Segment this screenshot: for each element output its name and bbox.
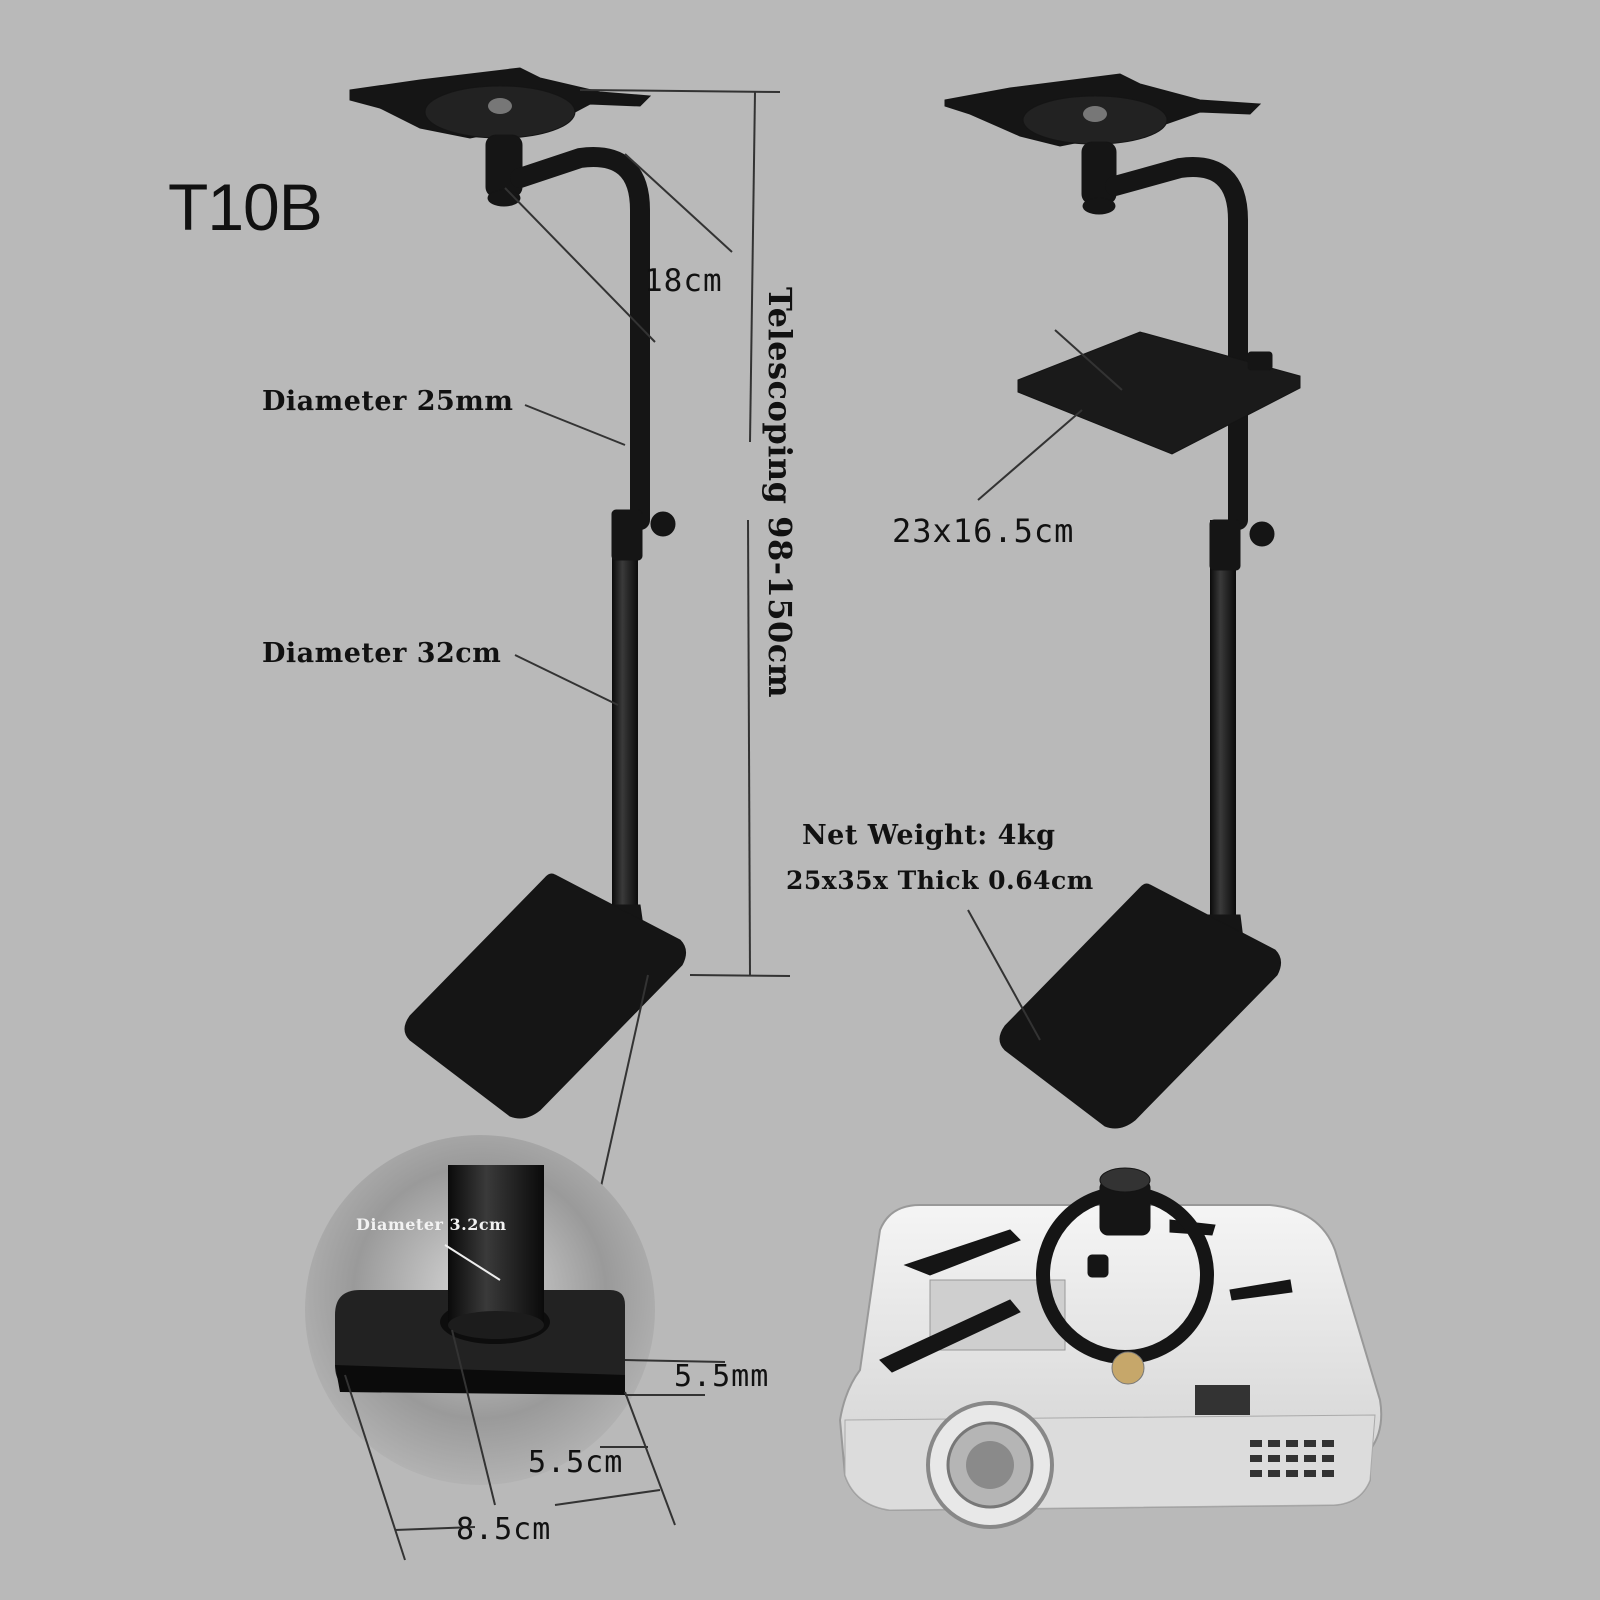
left-base-plate bbox=[404, 873, 686, 1119]
dimension-lines bbox=[504, 89, 1123, 1201]
left-curved-arm bbox=[510, 147, 650, 530]
right-base-plate bbox=[999, 883, 1281, 1129]
collar-depth-label: 5.5cm bbox=[528, 1445, 624, 1480]
left-clamp bbox=[611, 509, 643, 561]
telescoping-height-label: Telescoping 98-150cm bbox=[761, 287, 799, 699]
left-ball-head bbox=[485, 134, 523, 198]
upper-tube-diameter-label: Diameter 25mm bbox=[262, 386, 514, 417]
right-clamp bbox=[1209, 519, 1241, 571]
lower-tube-diameter-label: Diameter 32cm bbox=[262, 638, 502, 669]
base-plate-size-label: 25x35x Thick 0.64cm bbox=[786, 866, 1094, 895]
left-stand bbox=[349, 67, 686, 1119]
base-detail-tube bbox=[448, 1165, 544, 1325]
right-stand bbox=[944, 73, 1301, 1129]
projector-illustration bbox=[838, 1167, 1383, 1529]
collar-width-label: 8.5cm bbox=[456, 1512, 552, 1547]
arm-length-label: 18cm bbox=[644, 263, 723, 299]
right-tray bbox=[1017, 331, 1301, 455]
right-lower-tube bbox=[1210, 520, 1236, 920]
tray-size-label: 23x16.5cm bbox=[892, 512, 1075, 550]
plate-thickness-label: 5.5mm bbox=[674, 1359, 770, 1394]
net-weight-label: Net Weight: 4kg bbox=[802, 820, 1056, 851]
left-lower-tube bbox=[612, 520, 638, 910]
base-detail-zoom bbox=[305, 1135, 726, 1561]
right-curved-arm bbox=[1105, 157, 1248, 530]
detail-tube-diameter-label: Diameter 3.2cm bbox=[356, 1215, 507, 1234]
model-name: T10B bbox=[168, 170, 323, 244]
projector-mount-arms bbox=[903, 1229, 1021, 1276]
